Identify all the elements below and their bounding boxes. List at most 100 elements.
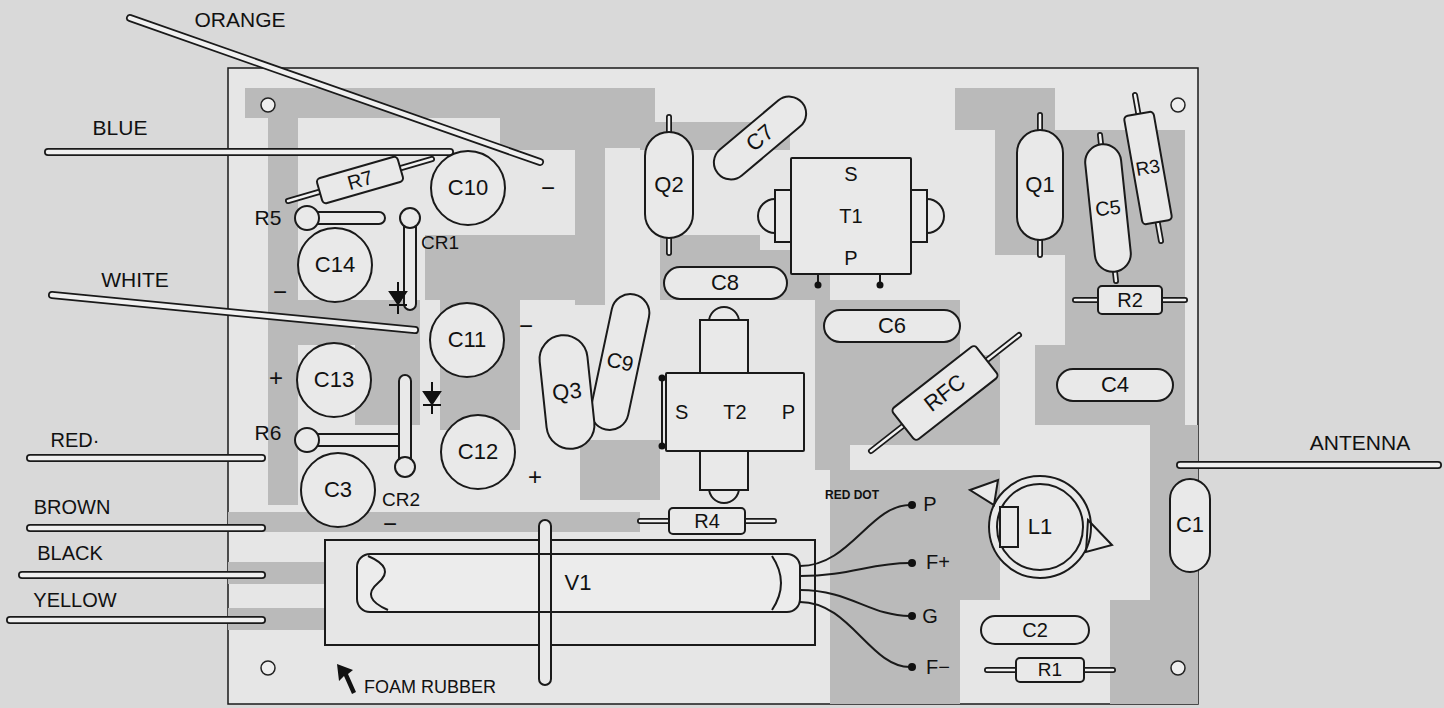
capacitor-can: C13 <box>296 342 372 418</box>
tube-glass <box>355 553 800 613</box>
circuit-board <box>228 68 1198 704</box>
capacitor-body: C9 <box>586 289 654 434</box>
wire-core <box>22 573 262 578</box>
wire-core <box>30 526 262 531</box>
part-label: C2 <box>1022 619 1048 641</box>
part-label: C7 <box>741 120 778 157</box>
coil-tab <box>1086 520 1112 552</box>
coil-form-inner <box>997 484 1083 570</box>
capacitor-can: C12 <box>440 414 516 490</box>
wire-core <box>48 150 450 155</box>
capacitor-body: C4 <box>1056 368 1174 402</box>
copper-trace <box>955 88 1185 345</box>
resistor-body: R1 <box>1015 657 1085 683</box>
part-label: RFC <box>920 370 971 417</box>
wire-color-label: ORANGE <box>194 8 285 31</box>
part-label: C5 <box>1094 196 1122 221</box>
part-label: Q1 <box>1025 173 1054 197</box>
part-label: R3 <box>1134 156 1162 181</box>
wire-outline <box>130 18 540 162</box>
tube-envelope: V1 <box>356 553 801 613</box>
resistor-body: R2 <box>1097 285 1163 315</box>
lead-wire <box>871 335 1019 451</box>
tube-pin-lead <box>800 505 910 566</box>
part-label: S <box>844 163 857 185</box>
solder-pad <box>908 559 916 567</box>
diode-symbol <box>424 392 440 404</box>
capacitor-can: C3 <box>300 452 376 528</box>
polarity-mark: + <box>269 365 283 391</box>
resistor-pad <box>295 428 319 452</box>
pin-label: F+ <box>926 551 950 573</box>
part-label: C10 <box>448 176 488 200</box>
solder-pad <box>908 663 916 671</box>
resistor-pad <box>295 206 319 230</box>
coil-form-fill <box>988 475 1092 579</box>
copper-trace <box>1035 345 1185 425</box>
polarity-mark: − <box>383 511 397 537</box>
wire-outline <box>30 454 262 462</box>
foam-rubber-pad <box>325 540 815 645</box>
lead-wire <box>871 335 1019 451</box>
diode-symbol <box>390 292 406 304</box>
part-label: C11 <box>448 328 487 352</box>
diode-symbol <box>397 282 399 292</box>
copper-trace <box>228 512 640 532</box>
part-label: R7 <box>345 166 376 194</box>
capacitor-body: C8 <box>663 266 788 300</box>
transistor-body: Q1 <box>1016 129 1064 241</box>
wire-color-label: RED· <box>51 429 100 451</box>
part-label: R2 <box>1117 289 1143 311</box>
part-label: C4 <box>1101 373 1129 397</box>
wire-outline <box>1180 461 1438 469</box>
copper-trace <box>830 470 1000 704</box>
transformer-leg <box>818 274 880 284</box>
diode-symbol <box>431 382 433 392</box>
part-label: V1 <box>565 571 592 595</box>
diode-pad <box>395 457 415 477</box>
resistor-body: R4 <box>668 507 746 535</box>
wire-outline <box>52 295 415 330</box>
capacitor-body: C6 <box>823 309 961 343</box>
tube-base <box>772 556 781 610</box>
diode-body <box>399 375 411 467</box>
part-label: C14 <box>315 253 355 277</box>
capacitor-body: C5 <box>1082 141 1133 274</box>
resistor-body <box>307 434 405 446</box>
mounting-hole <box>261 98 275 112</box>
wire-color-label: YELLOW <box>33 589 116 611</box>
diode-pad <box>400 208 420 228</box>
coil-form: L1 <box>988 475 1092 579</box>
resistor-body: R7 <box>315 155 405 206</box>
wire-color-label: BLUE <box>93 116 148 139</box>
tube-pin-lead <box>800 602 910 667</box>
wire-core <box>130 18 540 162</box>
part-label: P <box>782 401 795 423</box>
part-label: C12 <box>458 440 498 464</box>
diode-symbol <box>431 405 433 414</box>
mounting-hole <box>1171 98 1185 112</box>
part-label: P <box>844 247 857 269</box>
tube-pin-lead <box>800 590 910 616</box>
part-label: C8 <box>711 271 739 295</box>
capacitor-body: C1 <box>1169 478 1211 573</box>
solder-pad <box>877 282 884 289</box>
part-label: C3 <box>324 478 352 502</box>
resistor-body: R3 <box>1123 110 1174 226</box>
transistor-body: Q2 <box>644 131 694 239</box>
tube-clamp <box>539 520 551 685</box>
transformer-body: ST1P <box>790 157 912 275</box>
coil-tab <box>970 480 998 505</box>
diode-body <box>404 218 416 310</box>
wire-outline <box>30 524 262 532</box>
wire-label: ANTENNA <box>1310 431 1410 454</box>
polarity-mark: − <box>541 175 555 201</box>
capacitor-can: C14 <box>297 227 373 303</box>
polarity-mark: − <box>519 313 533 339</box>
solder-pad <box>815 282 822 289</box>
part-label: S <box>675 401 688 423</box>
